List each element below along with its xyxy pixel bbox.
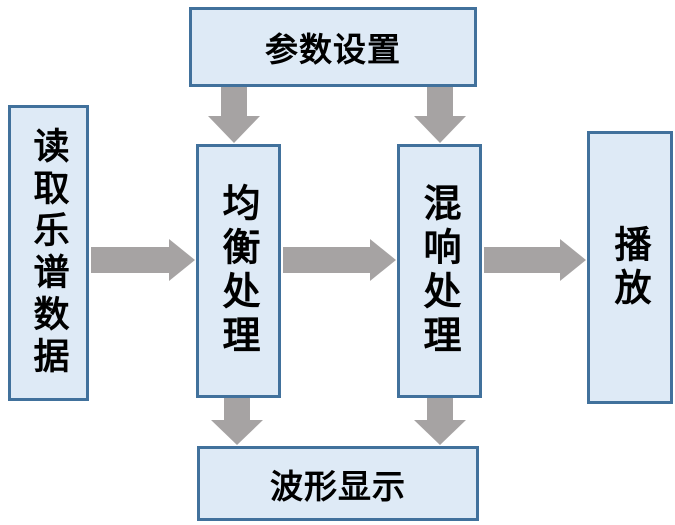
- node-play-label: 播放: [608, 224, 652, 311]
- arrow-equalization-to-reverb-icon: [283, 239, 396, 281]
- node-read-score-data: 读取乐谱数据: [8, 105, 89, 401]
- node-reverb-label: 混响处理: [417, 183, 462, 359]
- node-waveform-display: 波形显示: [197, 446, 479, 521]
- arrow-equalization-to-waveform-icon: [211, 397, 263, 445]
- arrow-reverb-to-waveform-icon: [414, 397, 466, 445]
- node-waveform-display-label: 波形显示: [270, 466, 406, 506]
- arrow-param-to-reverb-icon: [414, 87, 466, 143]
- node-read-score-data-label: 读取乐谱数据: [27, 127, 70, 379]
- node-equalization-label: 均衡处理: [216, 183, 261, 359]
- node-play: 播放: [587, 131, 673, 404]
- node-equalization: 均衡处理: [196, 144, 281, 398]
- node-reverb: 混响处理: [397, 144, 482, 398]
- node-param-settings-label: 参数设置: [265, 30, 401, 69]
- arrow-param-to-equalization-icon: [208, 87, 260, 143]
- node-param-settings: 参数设置: [189, 7, 477, 87]
- arrow-read-to-equalization-icon: [91, 239, 195, 281]
- arrow-reverb-to-play-icon: [484, 239, 586, 281]
